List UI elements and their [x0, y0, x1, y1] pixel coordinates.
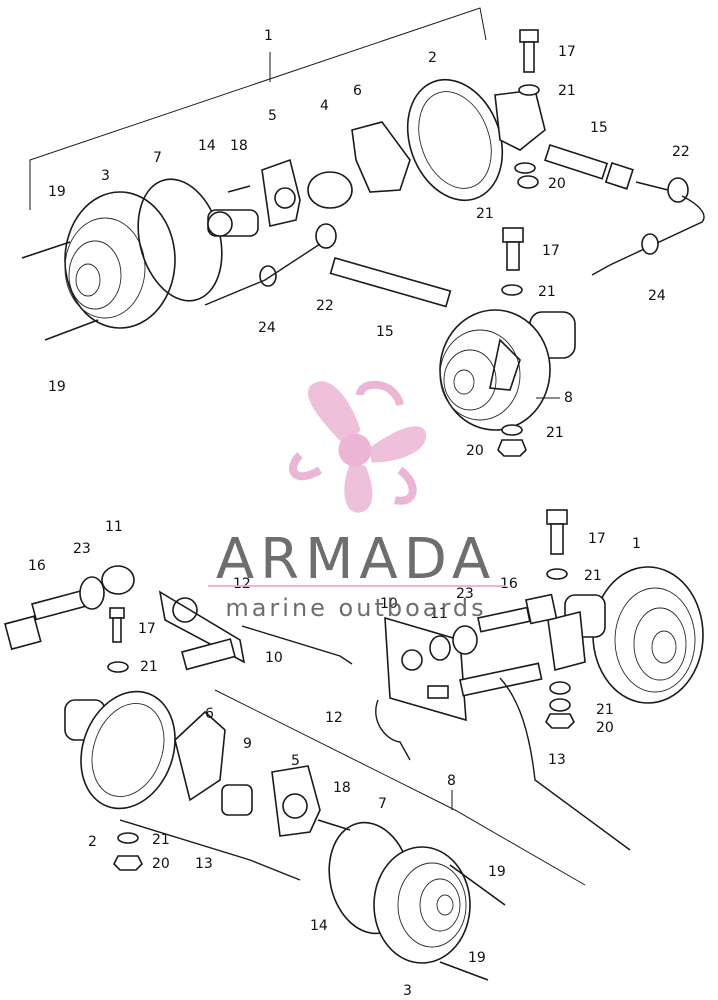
callout-label: 8 — [447, 773, 456, 789]
callout-label: 6 — [353, 83, 362, 99]
callout-label: 3 — [101, 168, 110, 184]
bolt-shaft-part — [544, 143, 669, 191]
callout-label: 5 — [291, 753, 300, 769]
callout-label: 24 — [258, 320, 276, 336]
callout-label: 1 — [264, 28, 273, 44]
callout-labels-top: 1 2 3 4 5 6 7 14 18 19 19 17 21 15 22 20… — [48, 28, 690, 459]
callout-label: 20 — [548, 176, 566, 192]
lens-part-right — [439, 309, 576, 431]
callout-label: 21 — [476, 206, 494, 222]
callout-label: 11 — [105, 519, 123, 535]
stay-part — [351, 121, 411, 193]
watermark-brand: ARMADA — [216, 527, 496, 592]
lens-part — [64, 191, 176, 329]
callout-label: 18 — [333, 780, 351, 796]
callout-label: 4 — [320, 98, 329, 114]
callout-label: 16 — [28, 558, 46, 574]
callout-label: 19 — [48, 184, 66, 200]
callout-label: 17 — [558, 44, 576, 60]
watermark-tagline: marine outboards — [225, 594, 486, 622]
callout-label: 16 — [500, 576, 518, 592]
callout-label: 15 — [376, 324, 394, 340]
watermark: ARMADA marine outboards — [208, 380, 506, 622]
lens-part-lower — [373, 846, 471, 964]
callout-label: 20 — [466, 443, 484, 459]
callout-label: 22 — [316, 298, 334, 314]
callout-label: 17 — [138, 621, 156, 637]
callout-label: 2 — [88, 834, 97, 850]
assembly-bracket — [29, 7, 487, 210]
callout-label: 24 — [648, 288, 666, 304]
callout-label: 17 — [542, 243, 560, 259]
callout-label: 1 — [632, 536, 641, 552]
bulb-part — [207, 209, 259, 237]
callout-label: 23 — [73, 541, 91, 557]
callout-label: 15 — [590, 120, 608, 136]
callout-labels-bottom: 17 1 21 16 23 11 12 17 21 10 10 23 16 11… — [28, 519, 641, 999]
callout-label: 21 — [596, 702, 614, 718]
callout-label: 19 — [488, 864, 506, 880]
propeller-icon — [289, 380, 426, 513]
callout-label: 21 — [584, 568, 602, 584]
housing-part-lower — [64, 690, 176, 810]
bolt-part-left — [4, 590, 86, 651]
callout-label: 10 — [380, 596, 398, 612]
callout-label: 21 — [140, 659, 158, 675]
callout-label: 3 — [403, 983, 412, 999]
bolt-part — [519, 29, 539, 73]
top-assembly — [21, 7, 705, 457]
callout-label: 18 — [230, 138, 248, 154]
bottom-assembly — [4, 509, 704, 981]
callout-label: 12 — [325, 710, 343, 726]
callout-label: 20 — [152, 856, 170, 872]
socket-part — [261, 158, 301, 227]
callout-label: 23 — [456, 586, 474, 602]
right-lower-assembly — [375, 509, 704, 851]
callout-label: 6 — [205, 706, 214, 722]
callout-label: 19 — [468, 950, 486, 966]
callout-label: 12 — [233, 576, 251, 592]
holder-part — [307, 171, 353, 209]
callout-label: 11 — [430, 606, 448, 622]
callout-label: 2 — [428, 50, 437, 66]
callout-label: 14 — [198, 138, 216, 154]
callout-label: 5 — [268, 108, 277, 124]
callout-label: 14 — [310, 918, 328, 934]
housing-part — [406, 78, 546, 202]
callout-label: 10 — [265, 650, 283, 666]
callout-label: 17 — [588, 531, 606, 547]
callout-label: 20 — [596, 720, 614, 736]
callout-label: 21 — [558, 83, 576, 99]
callout-label: 21 — [538, 284, 556, 300]
callout-label: 8 — [564, 390, 573, 406]
callout-label: 22 — [672, 144, 690, 160]
callout-label: 13 — [548, 752, 566, 768]
callout-label: 21 — [546, 425, 564, 441]
callout-label: 9 — [243, 736, 252, 752]
callout-label: 7 — [378, 796, 387, 812]
callout-label: 7 — [153, 150, 162, 166]
callout-label: 13 — [195, 856, 213, 872]
callout-label: 19 — [48, 379, 66, 395]
callout-label: 21 — [152, 832, 170, 848]
